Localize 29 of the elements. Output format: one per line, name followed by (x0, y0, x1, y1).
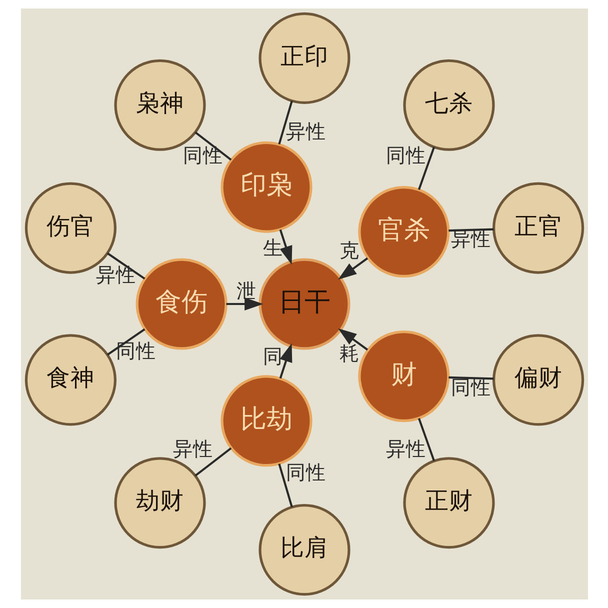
node-circle: 正印 (258, 12, 350, 104)
arrow (226, 297, 263, 311)
node-circle: 比肩 (258, 504, 350, 596)
connector (106, 252, 145, 280)
arrow (338, 328, 368, 351)
connector (417, 418, 435, 462)
edge-label: 泄 (236, 279, 256, 302)
node-circle: 财 (358, 330, 450, 422)
node-circle: 官杀 (358, 186, 450, 278)
connector (194, 131, 232, 161)
arrow (278, 229, 292, 265)
arrow (338, 257, 368, 280)
node-circle: 印枭 (220, 141, 312, 233)
connector (194, 447, 232, 477)
node-circle: 正官 (492, 182, 584, 274)
arrow (278, 343, 292, 379)
edge-label: 生 (262, 236, 282, 260)
connector (278, 464, 292, 508)
node-circle: 劫财 (114, 457, 206, 549)
edge-label: 异性 (285, 120, 326, 144)
connector (448, 376, 494, 380)
node-circle: 食神 (24, 334, 116, 426)
edge-label: 同性 (450, 376, 491, 399)
node-circle: 正财 (402, 457, 494, 549)
connector (278, 100, 292, 144)
connector (417, 146, 435, 190)
connector (106, 328, 145, 356)
connector (448, 228, 494, 232)
node-circle: 偏财 (492, 334, 584, 426)
